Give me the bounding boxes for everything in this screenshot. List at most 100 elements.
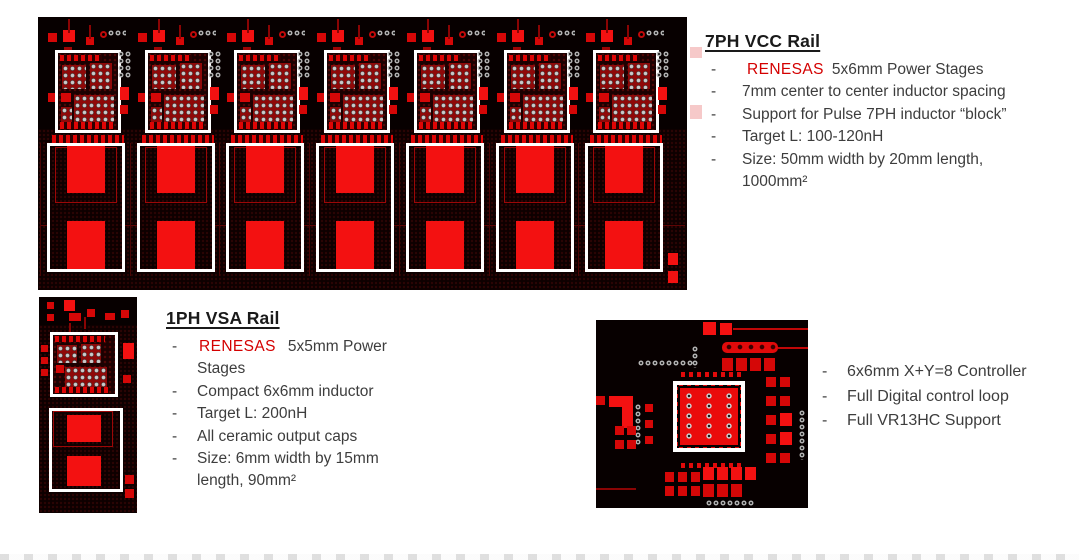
pin-row — [590, 135, 663, 144]
pcb-pad — [123, 343, 134, 359]
inductor-pad — [67, 145, 105, 193]
inductor-pad — [605, 221, 644, 269]
inductor-courtyard — [53, 411, 113, 447]
via-dots — [476, 51, 490, 79]
pcb-pad — [175, 37, 184, 45]
pcb-trace — [516, 19, 519, 33]
via-grid — [57, 345, 77, 363]
bullet-dash: - — [711, 150, 717, 168]
bullet-dash: - — [822, 363, 828, 380]
pcb-pad — [720, 323, 732, 335]
pcb-pad — [509, 93, 520, 102]
pcb-pad — [242, 30, 255, 42]
via-grid — [612, 95, 653, 122]
pcb-pad — [355, 37, 364, 45]
pin-row — [60, 55, 102, 61]
pin-row — [410, 135, 483, 144]
inductor-highlight-box — [495, 143, 574, 272]
pcb-pad — [780, 396, 790, 406]
inductor-pad — [67, 415, 101, 442]
pcb-pad — [496, 33, 506, 42]
capacitor-pad — [478, 105, 487, 114]
via-grid — [359, 63, 382, 89]
inductor-pad — [156, 221, 195, 269]
pcb-pad — [47, 302, 54, 309]
bullet-dash: - — [822, 412, 828, 429]
pcb-trace — [488, 143, 490, 276]
pin-row — [508, 122, 563, 129]
pcb-pad — [665, 486, 674, 496]
via-dots — [692, 346, 699, 368]
via-grid — [600, 65, 625, 89]
via-grid — [62, 65, 86, 89]
pcb-pad — [764, 358, 775, 371]
bullet-dash: - — [822, 387, 828, 405]
pcb-trace — [247, 19, 250, 33]
pcb-pad — [780, 453, 790, 463]
via-grid — [419, 107, 431, 122]
pcb-pad — [615, 440, 624, 449]
pin-row — [149, 55, 192, 61]
pin-row — [60, 122, 114, 129]
via-grid — [150, 107, 162, 122]
bullet-text: Size: 6mm width by 15mm length, 90mm² — [197, 450, 379, 490]
pcb-pad — [125, 475, 134, 484]
pcb-pad — [602, 47, 611, 52]
inductor-highlight-box — [585, 143, 664, 272]
pcb-pad — [421, 30, 434, 42]
pcb-pad — [766, 434, 776, 444]
via-grid — [269, 63, 292, 89]
bullet-text: All ceramic output caps — [197, 427, 358, 445]
pcb-pad — [422, 47, 431, 52]
bullet-text: Full Digital control loop — [847, 387, 1009, 405]
pcb-trace — [68, 19, 70, 33]
via-ring — [100, 31, 107, 38]
pcb-pad — [152, 30, 165, 42]
pcb-pad — [496, 93, 506, 102]
pin-row — [329, 55, 372, 61]
power-stage-highlight-box — [144, 50, 211, 133]
pcb-pad — [736, 358, 747, 371]
inductor-pad — [605, 145, 644, 193]
pcb-image-controller — [596, 320, 808, 508]
pcb-pad — [406, 33, 416, 42]
pcb-pad — [615, 426, 624, 435]
via-grid — [240, 107, 252, 122]
bullet-dash: - — [172, 382, 178, 400]
capacitor-pad — [568, 105, 577, 114]
qfn-pin-row — [681, 463, 743, 468]
pcb-pad — [596, 396, 605, 405]
vsa-rail-title: 1PH VSA Rail — [166, 308, 280, 328]
controller-notes: -6x6mm X+Y=8 Controller-Full Digital con… — [816, 360, 1072, 434]
via-ring — [369, 31, 377, 38]
pcb-pad — [586, 93, 596, 102]
renesas-brand-text: RENESAS — [199, 338, 276, 355]
inductor-highlight-box — [49, 408, 123, 492]
bullet-dash: - — [711, 105, 717, 123]
pcb-pad — [137, 33, 147, 42]
via-grid — [538, 63, 561, 89]
pcb-pad — [766, 377, 776, 387]
pcb-pad — [150, 93, 161, 102]
vcc-rail-title: 7PH VCC Rail — [705, 31, 821, 51]
pcb-pad — [691, 486, 700, 496]
pin-row — [239, 122, 294, 129]
bullet-dash: - — [172, 405, 178, 423]
inductor-pad — [425, 221, 464, 269]
via-dots — [118, 51, 131, 79]
pcb-pad — [332, 30, 345, 42]
power-stage-highlight-box — [234, 50, 301, 133]
capacitor-pad — [658, 87, 668, 100]
pcb-pad — [766, 415, 776, 425]
via-grid — [81, 344, 101, 363]
pcb-pad — [317, 93, 327, 102]
via-grid — [163, 95, 204, 122]
pin-row — [321, 135, 394, 144]
via-grid — [90, 63, 112, 89]
bullet-item: - Full Digital control loop — [816, 385, 1072, 410]
pcb-pad — [691, 472, 700, 482]
pcb-pad — [665, 472, 674, 482]
via-grid — [448, 63, 471, 89]
